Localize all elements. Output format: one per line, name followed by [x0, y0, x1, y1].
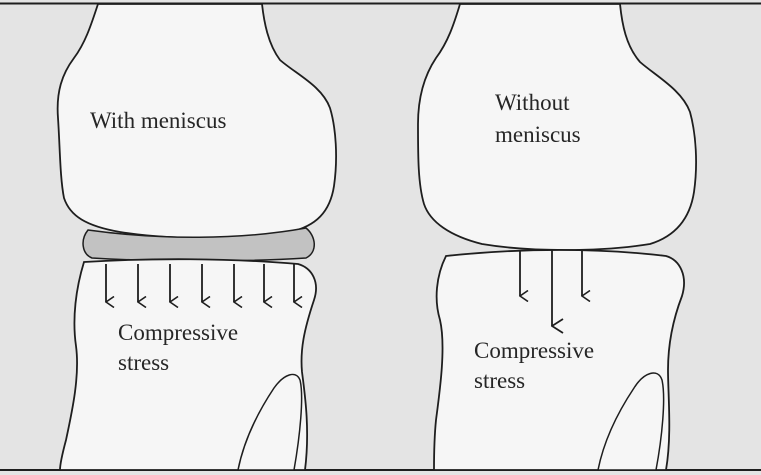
left-stress-label-line2: stress: [118, 350, 169, 375]
left-knee: [58, 4, 336, 470]
right-knee-label-line1: Without: [495, 90, 570, 115]
left-stress-label-line1: Compressive: [118, 320, 238, 345]
right-knee-label-line2: meniscus: [495, 122, 581, 147]
right-stress-label-line1: Compressive: [474, 338, 594, 363]
right-knee: [418, 4, 696, 470]
left-knee-label: With meniscus: [90, 108, 226, 133]
right-stress-label-line2: stress: [474, 368, 525, 393]
